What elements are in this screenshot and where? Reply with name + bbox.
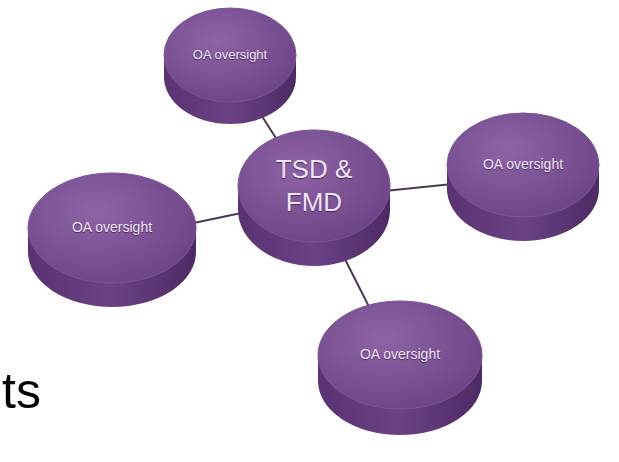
puck-shape xyxy=(445,111,601,243)
node-text: OA oversight xyxy=(360,346,440,364)
puck-shape xyxy=(26,171,198,309)
puck-node: OA oversight xyxy=(316,299,484,437)
puck-node: OA oversight xyxy=(445,111,601,243)
puck-label: TSD & FMD xyxy=(257,141,371,231)
puck-shape xyxy=(316,299,484,437)
slide-text-fragment: ts xyxy=(2,366,41,416)
puck-node: OA oversight xyxy=(162,6,298,126)
connector-line xyxy=(342,254,372,313)
puck-label: OA oversight xyxy=(181,17,280,92)
puck-label: OA oversight xyxy=(49,184,175,272)
connector-line xyxy=(382,184,455,191)
node-text: OA oversight xyxy=(483,156,563,174)
node-text: OA oversight xyxy=(72,219,152,237)
puck-shape xyxy=(162,6,298,126)
puck-node: OA oversight xyxy=(26,171,198,309)
puck-node: TSD & FMD xyxy=(236,128,392,268)
puck-label: OA oversight xyxy=(339,312,462,398)
node-text: TSD & FMD xyxy=(269,153,359,218)
node-text: OA oversight xyxy=(193,47,267,63)
puck-label: OA oversight xyxy=(466,123,580,206)
